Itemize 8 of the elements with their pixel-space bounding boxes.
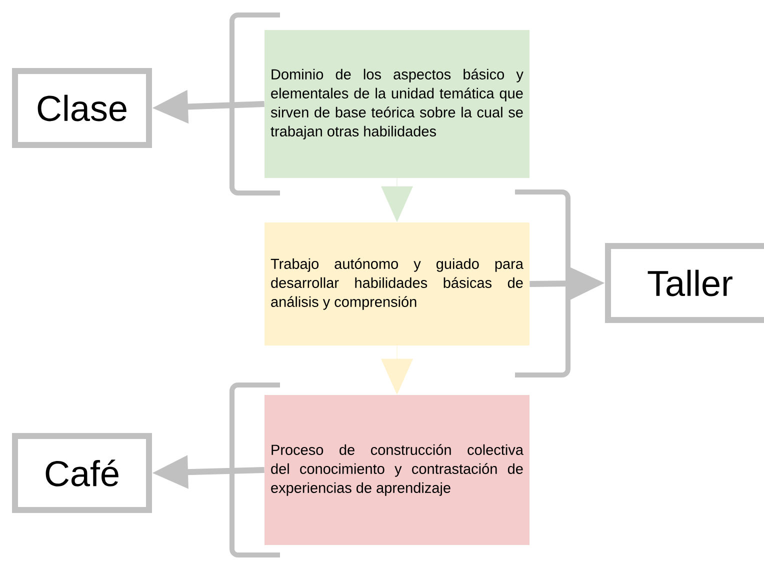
label-box: Café (12, 433, 152, 513)
arrow (381, 345, 413, 394)
text-box: Trabajo autónomo y guiado para desarrollar habilidades básicas de análisis y comprensión (264, 222, 530, 346)
text-box: Proceso de construcción colectiva del conocimiento y contrastación de experiencias de aprendizaje (264, 395, 530, 545)
text-box: Dominio de los aspectos básico y elementales de la unidad temática que sirven de base teórica sobre la cual se trabajan otras habilidades (264, 30, 530, 178)
arrow (381, 178, 413, 222)
label-box: Taller (605, 243, 764, 323)
label-box: Clase (12, 68, 152, 148)
